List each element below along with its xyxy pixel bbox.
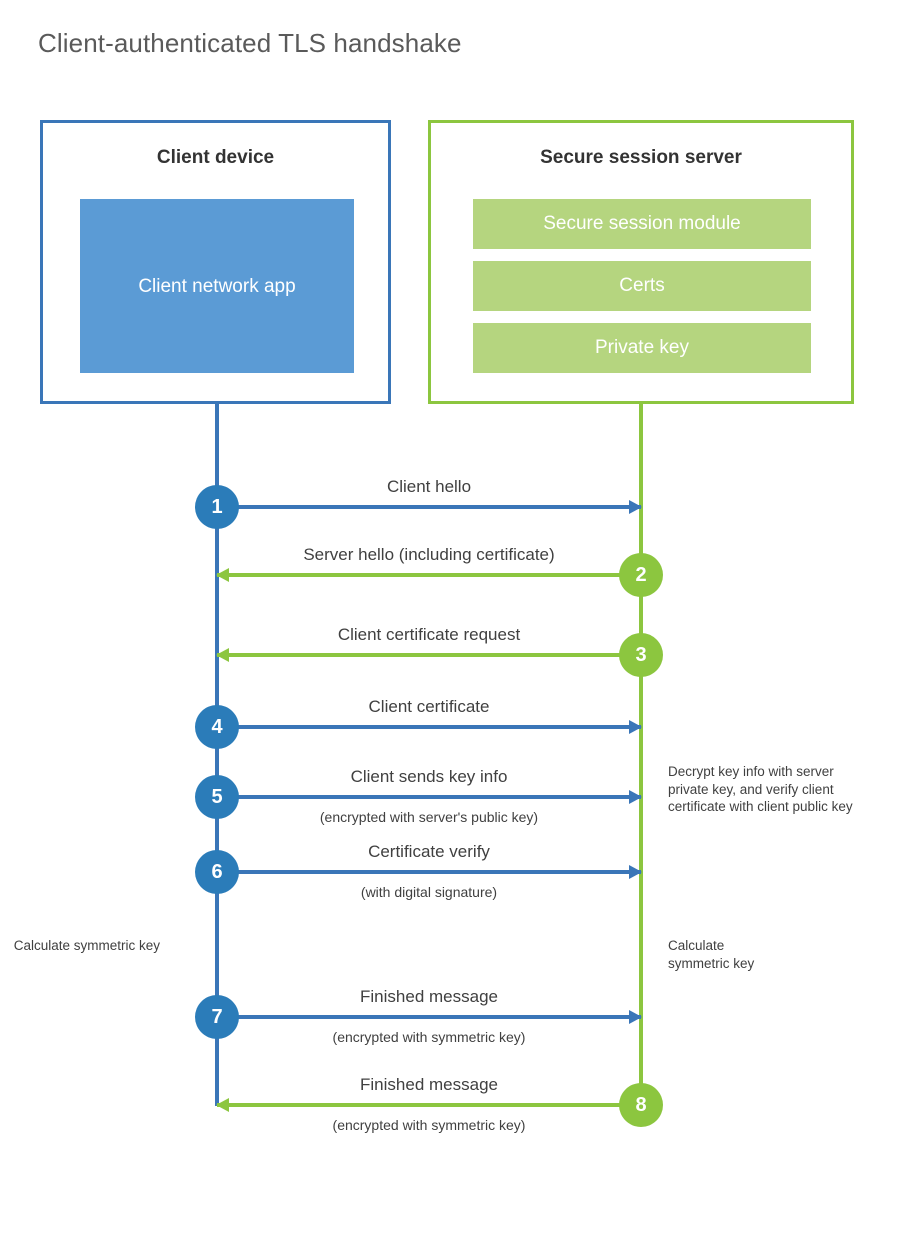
step-badge-6: 6 [195, 850, 239, 894]
arrow-head-right-icon [629, 720, 642, 734]
message-arrow-6: Certificate verify (with digital signatu… [217, 842, 642, 900]
message-label-7: Finished message [360, 987, 498, 1006]
server-calculate-symmetric-key-note: Calculate symmetric key [668, 938, 755, 971]
message-label-2: Server hello (including certificate) [303, 545, 555, 564]
message-arrow-7: Finished message (encrypted with symmetr… [217, 987, 642, 1045]
arrow-shaft [217, 1015, 641, 1019]
arrow-shaft [217, 573, 641, 577]
arrow-shaft [217, 870, 641, 874]
message-label-6: Certificate verify [368, 842, 490, 861]
arrow-shaft [217, 505, 641, 509]
message-label-4: Client certificate [368, 697, 490, 716]
arrow-head-left-icon [216, 1098, 229, 1112]
server-component-list: Secure session module Certs Private key [473, 199, 811, 373]
server-component-secure-session-module: Secure session module [473, 199, 811, 249]
arrow-shaft [217, 1103, 641, 1107]
arrow-head-right-icon [629, 790, 642, 804]
client-lifeline [215, 403, 219, 1106]
message-sublabel-8: (encrypted with symmetric key) [332, 1117, 526, 1133]
arrow-shaft [217, 795, 641, 799]
server-lifeline [639, 403, 643, 1106]
message-arrow-8: Finished message (encrypted with symmetr… [216, 1075, 641, 1133]
arrow-head-left-icon [216, 648, 229, 662]
server-decrypt-note: Decrypt key info with server private key… [668, 764, 853, 814]
step-badge-5: 5 [195, 775, 239, 819]
message-arrow-1: Client hello [217, 477, 642, 514]
message-arrow-3: Client certificate request [216, 625, 641, 662]
step-badge-4: 4 [195, 705, 239, 749]
message-label-3: Client certificate request [337, 625, 521, 644]
arrow-head-right-icon [629, 865, 642, 879]
message-arrow-5: Client sends key info (encrypted with se… [217, 767, 642, 825]
server-component-private-key: Private key [473, 323, 811, 373]
arrow-head-right-icon [629, 1010, 642, 1024]
step-badge-1: 1 [195, 485, 239, 529]
step-badge-3: 3 [619, 633, 663, 677]
client-device-box: Client device Client network app [40, 120, 391, 404]
step-badge-8: 8 [619, 1083, 663, 1127]
secure-session-server-box: Secure session server Secure session mod… [428, 120, 854, 404]
message-arrow-4: Client certificate [217, 697, 642, 734]
message-label-5: Client sends key info [350, 767, 508, 786]
message-arrow-2: Server hello (including certificate) [216, 545, 641, 582]
arrow-shaft [217, 725, 641, 729]
message-sublabel-5: (encrypted with server's public key) [319, 809, 539, 825]
client-device-title: Client device [156, 147, 275, 168]
message-sublabel-6: (with digital signature) [360, 884, 498, 900]
message-label-8: Finished message [360, 1075, 498, 1094]
page-title: Client-authenticated TLS handshake [38, 28, 462, 58]
message-label-1: Client hello [386, 477, 472, 496]
server-component-certs: Certs [473, 261, 811, 311]
client-calculate-symmetric-key-note: Calculate symmetric key [13, 938, 160, 953]
arrow-head-left-icon [216, 568, 229, 582]
arrow-shaft [217, 653, 641, 657]
client-network-app-block: Client network app [80, 199, 354, 373]
secure-session-server-title: Secure session server [540, 147, 742, 168]
arrow-head-right-icon [629, 500, 642, 514]
step-badge-7: 7 [195, 995, 239, 1039]
step-badge-2: 2 [619, 553, 663, 597]
message-sublabel-7: (encrypted with symmetric key) [332, 1029, 526, 1045]
